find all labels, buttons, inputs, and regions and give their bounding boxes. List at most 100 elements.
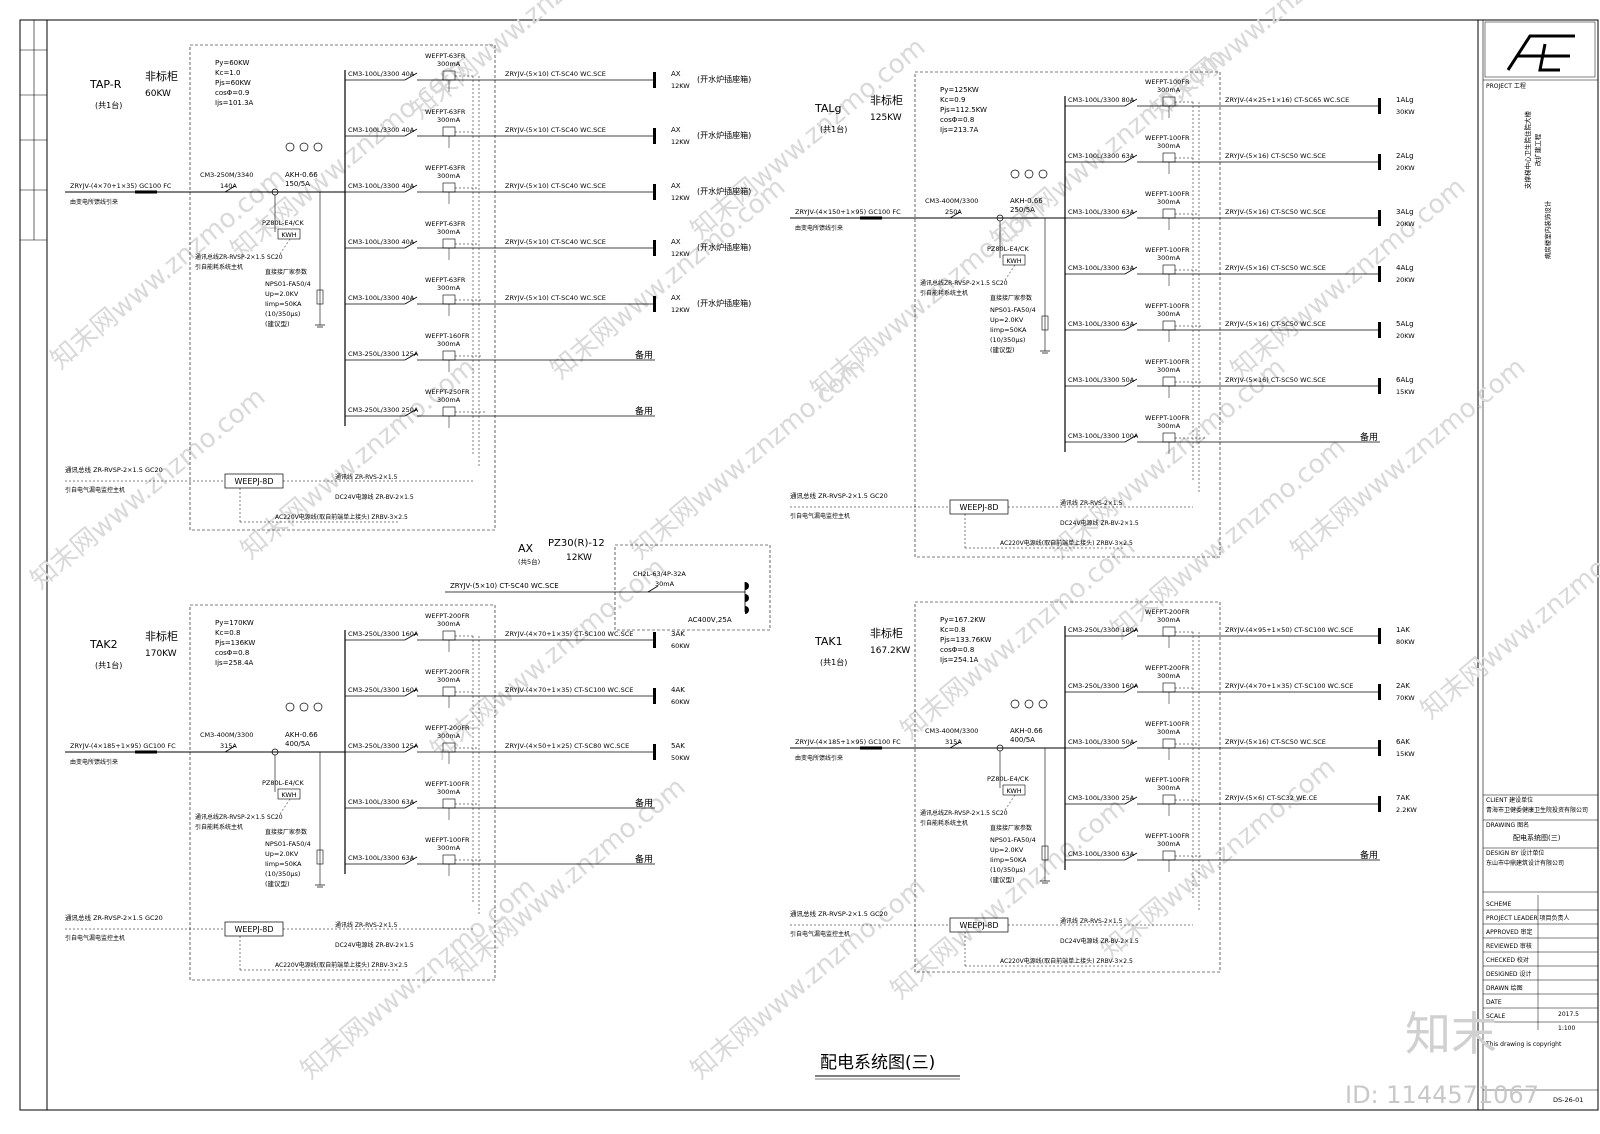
load-id: AX	[671, 238, 681, 246]
rcd-model: WEFPT-100FR	[1145, 246, 1190, 254]
drawing-name: 配电系统图(三)	[1513, 833, 1561, 842]
branch-breaker: CM3-250L/3300 250A	[348, 406, 419, 414]
rcd-model: WEFPT-63FR	[425, 108, 466, 116]
breaker-contact	[404, 632, 418, 641]
branch-cable: ZRYJV-(4×70+1×35) CT-SC100 WC.SCE	[505, 630, 633, 638]
image-id: ID: 1144571067	[1345, 1081, 1539, 1109]
monitor-module: WEEPJ-8D	[234, 925, 273, 934]
load-power: 20KW	[1396, 164, 1415, 172]
branch-circuit: CM3-100L/3300 63AWEFPT-100FR300mAZRYJV-(…	[1065, 246, 1415, 286]
spare-label: 备用	[635, 853, 653, 865]
branch-cable: ZRYJV-(5×10) CT-SC40 WC.SCE	[505, 294, 606, 302]
load-param: Py=60KW	[215, 59, 249, 67]
rcd-model: WEFPT-200FR	[425, 612, 470, 620]
branch-breaker: CM3-100L/3300 40A	[348, 126, 415, 134]
load-terminal	[1378, 210, 1381, 226]
load-note: (开水炉插座箱)	[697, 74, 751, 84]
main-breaker-rating: 250A	[945, 208, 962, 216]
branch-circuit: CM3-250L/3300 180AWEFPT-200FR300mAZRYJV-…	[1065, 608, 1415, 648]
load-terminal	[653, 240, 656, 256]
rcd-model: WEFPT-160FR	[425, 332, 470, 340]
load-param: Kc=0.8	[940, 626, 965, 634]
module-dc-line: DC24V电源线 ZR-BV-2×1.5	[335, 493, 414, 501]
energy-meter-box	[277, 228, 301, 240]
module-ac-line: AC220V电源线(取自前端单上接头) ZRBV-3×2.5	[1000, 957, 1133, 965]
ax-model: PZ30(R)-12	[548, 538, 605, 549]
load-id: 7AK	[1396, 794, 1410, 802]
load-terminal	[1378, 266, 1381, 282]
spd-param: Iimp=50KA	[265, 300, 302, 308]
breaker-contact	[404, 856, 418, 865]
spare-label: 备用	[1360, 431, 1378, 443]
comm-lead	[279, 238, 291, 255]
sheet-border	[19, 19, 1599, 1111]
energy-meter-box	[1002, 254, 1026, 266]
tb-row-label: SCALE	[1486, 1013, 1505, 1020]
rcd-model: WEFPT-200FR	[1145, 664, 1190, 672]
rcd-sensitivity: 300mA	[1157, 616, 1181, 624]
rcd-model: WEFPT-100FR	[1145, 190, 1190, 198]
tb-row-label: CHECKED 校对	[1486, 956, 1529, 964]
branch-circuit: CM3-100L/3300 80AWEFPT-100FR300mAZRYJV-(…	[1065, 78, 1415, 118]
client-name: 青海市卫健委健康卫生院投资有限公司	[1486, 806, 1588, 814]
load-id: 6ALg	[1396, 376, 1414, 384]
tb-row-label: REVIEWED 审核	[1486, 942, 1532, 950]
breaker-contact	[949, 211, 961, 219]
branch-circuit: CM3-100L/3300 63AWEFPT-100FR300mAZRYJV-(…	[1065, 190, 1415, 230]
module-comm-line: 通讯线 ZR-RVS-2×1.5	[1060, 499, 1123, 507]
branch-cable: ZRYJV-(4×70+1×35) CT-SC100 WC.SCE	[1225, 682, 1353, 690]
load-id: 3ALg	[1396, 208, 1414, 216]
ct-ratio: 400/5A	[285, 740, 310, 748]
panel-enclosure	[914, 601, 1221, 973]
spare-label: 备用	[635, 405, 653, 417]
load-param: Pjs=112.5KW	[940, 106, 987, 114]
module-comm-line: 通讯线 ZR-RVS-2×1.5	[335, 921, 398, 929]
load-param: Kc=0.8	[215, 629, 240, 637]
module-ac-line: AC220V电源线(取自前端单上接头) ZRBV-3×2.5	[275, 513, 408, 521]
rcd-sensitivity: 300mA	[1157, 198, 1181, 206]
rcd-sensitivity: 300mA	[437, 844, 461, 852]
load-param: cosΦ=0.8	[940, 646, 974, 654]
branch-circuit: CM3-100L/3300 40AWEFPT-63FR300mAZRYJV-(5…	[345, 108, 751, 148]
voltmeter-icon	[1038, 699, 1048, 709]
ct-model: AKH-0.66	[1010, 727, 1043, 735]
load-terminal	[1378, 684, 1381, 700]
load-power: 12KW	[671, 138, 690, 146]
spd-param: Up=2.0KV	[990, 316, 1024, 324]
load-power: 20KW	[1396, 220, 1415, 228]
branch-circuit: CM3-100L/3300 40AWEFPT-63FR300mAZRYJV-(5…	[345, 276, 751, 316]
load-param: Kc=1.0	[215, 69, 240, 77]
cabinet-type: 非标柜	[145, 69, 178, 83]
load-terminal	[1378, 98, 1381, 114]
breaker-contact	[1124, 852, 1138, 861]
branch-cable: ZRYJV-(5×10) CT-SC40 WC.SCE	[505, 126, 606, 134]
company-logo	[1506, 34, 1575, 72]
spd-note: 直接接厂家参数	[990, 294, 1032, 302]
ax-power: 12KW	[566, 553, 592, 563]
lamp-icon	[285, 702, 295, 712]
breaker-contact	[404, 352, 418, 361]
load-power: 2.2KW	[1396, 806, 1417, 814]
breaker-contact	[404, 296, 418, 305]
tb-row-label: DESIGNED 设计	[1486, 970, 1531, 978]
load-param: Pjs=133.76KW	[940, 636, 992, 644]
incoming-source: 由变电所馈线引来	[795, 754, 843, 762]
cabinet-type: 非标柜	[870, 93, 903, 107]
load-power: 30KW	[1396, 108, 1415, 116]
load-power: 20KW	[1396, 332, 1415, 340]
spare-label: 备用	[635, 349, 653, 361]
fire-bus-cable: 通讯总线 ZR-RVSP-2×1.5 GC20	[65, 465, 163, 474]
comm-lead	[1004, 794, 1016, 811]
rcd-sensitivity: 300mA	[1157, 86, 1181, 94]
spd-param: Iimp=50KA	[265, 860, 302, 868]
tb-note: This drawing is copyright	[1485, 1041, 1562, 1048]
load-note: (开水炉插座箱)	[697, 242, 751, 252]
load-power: 12KW	[671, 82, 690, 90]
energy-meter-label: KWH	[281, 791, 296, 799]
load-param: Pjs=60KW	[215, 79, 251, 87]
panels-layer: TAP-R非标柜60KW(共1台)Py=60KWKc=1.0Pjs=60KWco…	[65, 44, 1417, 981]
